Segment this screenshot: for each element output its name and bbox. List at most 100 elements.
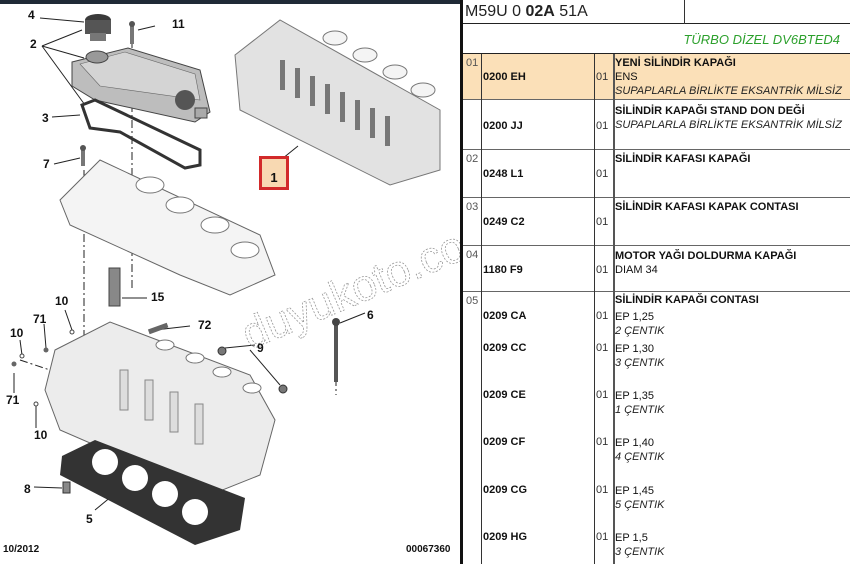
part-detail: DIAM 34 xyxy=(615,264,658,276)
head-gasket-part xyxy=(60,440,245,545)
valve-cover-part xyxy=(71,47,211,123)
part-spec: EP 1,45 xyxy=(615,485,654,497)
part-quantity: 01 xyxy=(596,120,609,132)
part-reference[interactable]: 0200 EH xyxy=(483,71,526,83)
table-row-group: 05 SİLİNDİR KAPAĞI CONTASI 0209 CA 01 EP… xyxy=(463,292,850,564)
callout-10-top: 10 xyxy=(55,294,69,308)
table-row[interactable]: 03 0249 C2 01 SİLİNDİR KAFASI KAPAK CONT… xyxy=(463,198,850,246)
column-divider xyxy=(594,54,595,564)
part-description: EP 1,25 2 ÇENTIK xyxy=(615,310,665,338)
callout-71-top: 71 xyxy=(33,312,47,326)
part-quantity: 01 xyxy=(596,389,609,401)
part-description: EP 1,35 1 ÇENTIK xyxy=(615,389,665,417)
callout-9: 9 xyxy=(257,341,264,355)
callout-10-bottom: 10 xyxy=(34,428,48,442)
part-title: SİLİNDİR KAFASI KAPAĞI xyxy=(615,153,751,165)
part-reference[interactable]: 0200 JJ xyxy=(483,120,523,132)
part-reference[interactable]: 0209 CF xyxy=(483,436,526,448)
part-description: SİLİNDİR KAPAĞI STAND DON DEĞİ SUPAPLARL… xyxy=(615,104,842,132)
part-title: SİLİNDİR KAFASI KAPAK CONTASI xyxy=(615,201,799,213)
callout-11: 11 xyxy=(172,17,185,31)
part-reference[interactable]: 0209 CG xyxy=(483,484,528,496)
part-note: 3 ÇENTIK xyxy=(615,357,665,369)
diagram-date: 10/2012 xyxy=(3,544,40,555)
part-quantity: 01 xyxy=(596,168,609,180)
table-row[interactable]: 0200 JJ 01 SİLİNDİR KAPAĞI STAND DON DEĞ… xyxy=(463,100,850,150)
complete-head-part xyxy=(234,19,441,186)
part-spec: EP 1,40 xyxy=(615,437,654,449)
assembly-reference-box[interactable]: 1 xyxy=(259,156,289,190)
cylinder-head-part xyxy=(44,321,276,496)
part-note: SUPAPLARLA BİRLİKTE EKSANTRİK MİLSİZ xyxy=(615,85,842,97)
part-description: EP 1,40 4 ÇENTIK xyxy=(615,436,665,464)
header-divider xyxy=(684,0,685,24)
part-reference[interactable]: 0209 CE xyxy=(483,389,526,401)
part-quantity: 01 xyxy=(596,436,609,448)
panel-divider xyxy=(460,0,463,564)
part-reference[interactable]: 0209 CC xyxy=(483,342,527,354)
part-quantity: 01 xyxy=(596,310,609,322)
callout-8: 8 xyxy=(24,482,31,496)
part-detail: ENS xyxy=(615,71,638,83)
part-description: EP 1,45 5 ÇENTIK xyxy=(615,484,665,512)
callout-7: 7 xyxy=(43,157,50,171)
callout-6: 6 xyxy=(367,308,374,322)
watermark-text: duyukoto.com xyxy=(235,207,460,359)
part-description: SİLİNDİR KAFASI KAPAĞI xyxy=(615,153,750,165)
part-note: 4 ÇENTIK xyxy=(615,451,665,463)
part-quantity: 01 xyxy=(596,71,609,83)
callout-5: 5 xyxy=(86,512,93,526)
part-note: 3 ÇENTIK xyxy=(615,546,665,558)
part-quantity: 01 xyxy=(596,484,609,496)
part-reference[interactable]: 0209 HG xyxy=(483,531,528,543)
part-spec: EP 1,30 xyxy=(615,343,654,355)
part-note: 5 ÇENTIK xyxy=(615,499,665,511)
part-title: SİLİNDİR KAPAĞI CONTASI xyxy=(615,294,759,306)
row-index: 04 xyxy=(466,249,479,261)
table-row[interactable]: 01 0200 EH 01 YENİ SİLİNDİR KAPAĞI ENS S… xyxy=(463,54,850,100)
table-row[interactable]: 02 0248 L1 01 SİLİNDİR KAFASI KAPAĞI xyxy=(463,150,850,198)
camshaft-carrier-part xyxy=(59,159,276,296)
part-reference[interactable]: 0209 CA xyxy=(483,310,527,322)
part-description: EP 1,30 3 ÇENTIK xyxy=(615,342,665,370)
part-spec: EP 1,5 xyxy=(615,532,648,544)
part-quantity: 01 xyxy=(596,216,609,228)
part-description: MOTOR YAĞI DOLDURMA KAPAĞI DIAM 34 xyxy=(615,249,796,277)
part-title: YENİ SİLİNDİR KAPAĞI xyxy=(615,57,736,69)
part-quantity: 01 xyxy=(596,342,609,354)
part-reference[interactable]: 0249 C2 xyxy=(483,216,525,228)
table-header: M59U 0 02A 51A xyxy=(463,0,850,24)
oil-cap-part xyxy=(85,14,111,41)
callout-3: 3 xyxy=(42,111,49,125)
part-note: 2 ÇENTIK xyxy=(615,325,665,337)
part-title: SİLİNDİR KAPAĞI STAND DON DEĞİ xyxy=(615,105,805,117)
engine-label: TÜRBO DİZEL DV6BTED4 xyxy=(683,32,840,47)
exploded-diagram: duyukoto.com 4 2 11 3 7 15 10 71 10 72 7… xyxy=(0,4,460,564)
part-description: SİLİNDİR KAFASI KAPAK CONTASI xyxy=(615,201,799,213)
diagram-code: 00067360 xyxy=(406,544,451,555)
engine-divider xyxy=(463,53,850,55)
top-bar xyxy=(0,0,850,4)
row-index: 01 xyxy=(466,57,479,69)
table-row[interactable]: 04 1180 F9 01 MOTOR YAĞI DOLDURMA KAPAĞI… xyxy=(463,246,850,292)
row-index: 03 xyxy=(466,201,479,213)
callout-10-left: 10 xyxy=(10,326,24,340)
part-title: MOTOR YAĞI DOLDURMA KAPAĞI xyxy=(615,250,797,262)
part-reference[interactable]: 1180 F9 xyxy=(483,264,523,276)
callout-72: 72 xyxy=(198,318,212,332)
part-reference[interactable]: 0248 L1 xyxy=(483,168,524,180)
column-divider xyxy=(613,54,615,564)
row-index: 05 xyxy=(466,295,479,307)
part-quantity: 01 xyxy=(596,264,609,276)
part-spec: EP 1,25 xyxy=(615,311,654,323)
callout-2: 2 xyxy=(30,37,37,51)
part-quantity: 01 xyxy=(596,531,609,543)
part-description: YENİ SİLİNDİR KAPAĞI ENS SUPAPLARLA BİRL… xyxy=(615,56,842,98)
callout-15: 15 xyxy=(151,290,165,304)
part-spec: EP 1,35 xyxy=(615,390,654,402)
part-description: EP 1,5 3 ÇENTIK xyxy=(615,531,665,559)
part-note: SUPAPLARLA BİRLİKTE EKSANTRİK MİLSİZ xyxy=(615,119,842,131)
parts-table: M59U 0 02A 51A TÜRBO DİZEL DV6BTED4 01 0… xyxy=(463,0,850,564)
callout-71-bottom: 71 xyxy=(6,393,20,407)
diagram-drawing: duyukoto.com xyxy=(11,14,460,545)
